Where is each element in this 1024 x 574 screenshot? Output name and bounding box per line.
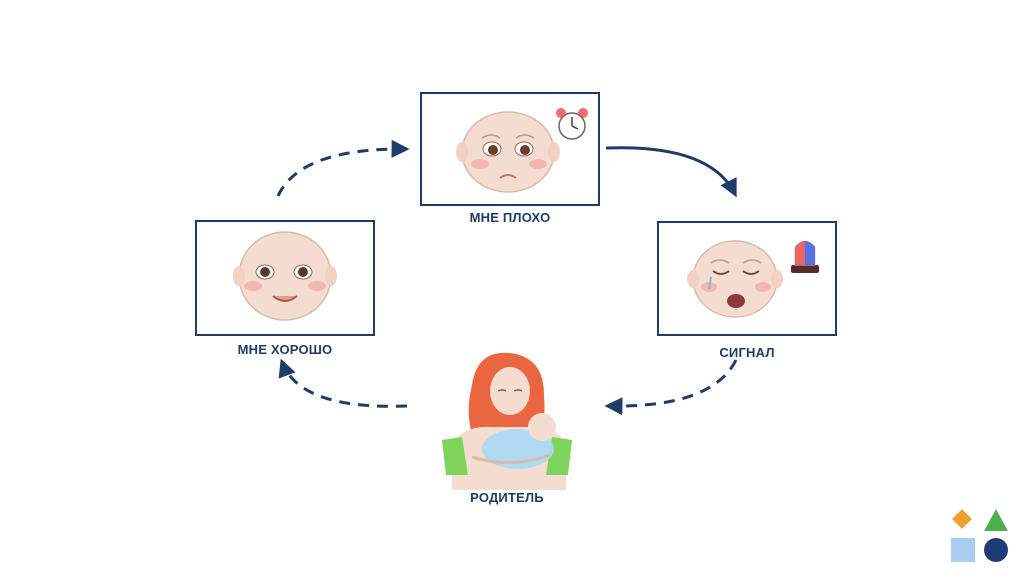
sad-baby-face-illustration: [456, 111, 560, 193]
arrow-good-to-bad: [276, 139, 410, 197]
node-signal: [657, 221, 837, 336]
logo-shapes: [951, 509, 1008, 562]
light-blue-square-icon: [951, 538, 975, 562]
arrow-bad-to-signal: [605, 146, 737, 198]
label-signal: СИГНАЛ: [719, 345, 775, 360]
smiling-baby-face-illustration: [233, 231, 337, 321]
siren-icon: [791, 240, 819, 273]
node-feel-bad: [420, 92, 600, 206]
arrow-parent-to-good: [278, 358, 408, 408]
orange-diamond-icon: [952, 509, 972, 529]
navy-circle-icon: [984, 538, 1008, 562]
green-triangle-icon: [984, 509, 1008, 531]
crying-baby-face-illustration: [687, 240, 783, 318]
mother-holding-baby-illustration: [442, 352, 572, 490]
alarm-clock-icon: [556, 108, 588, 140]
label-feel-bad: МНЕ ПЛОХО: [469, 210, 551, 225]
label-feel-good: МНЕ ХОРОШО: [237, 342, 333, 357]
label-parent: РОДИТЕЛЬ: [470, 490, 544, 505]
node-feel-good: [195, 220, 375, 336]
arrow-signal-to-parent: [604, 359, 738, 416]
